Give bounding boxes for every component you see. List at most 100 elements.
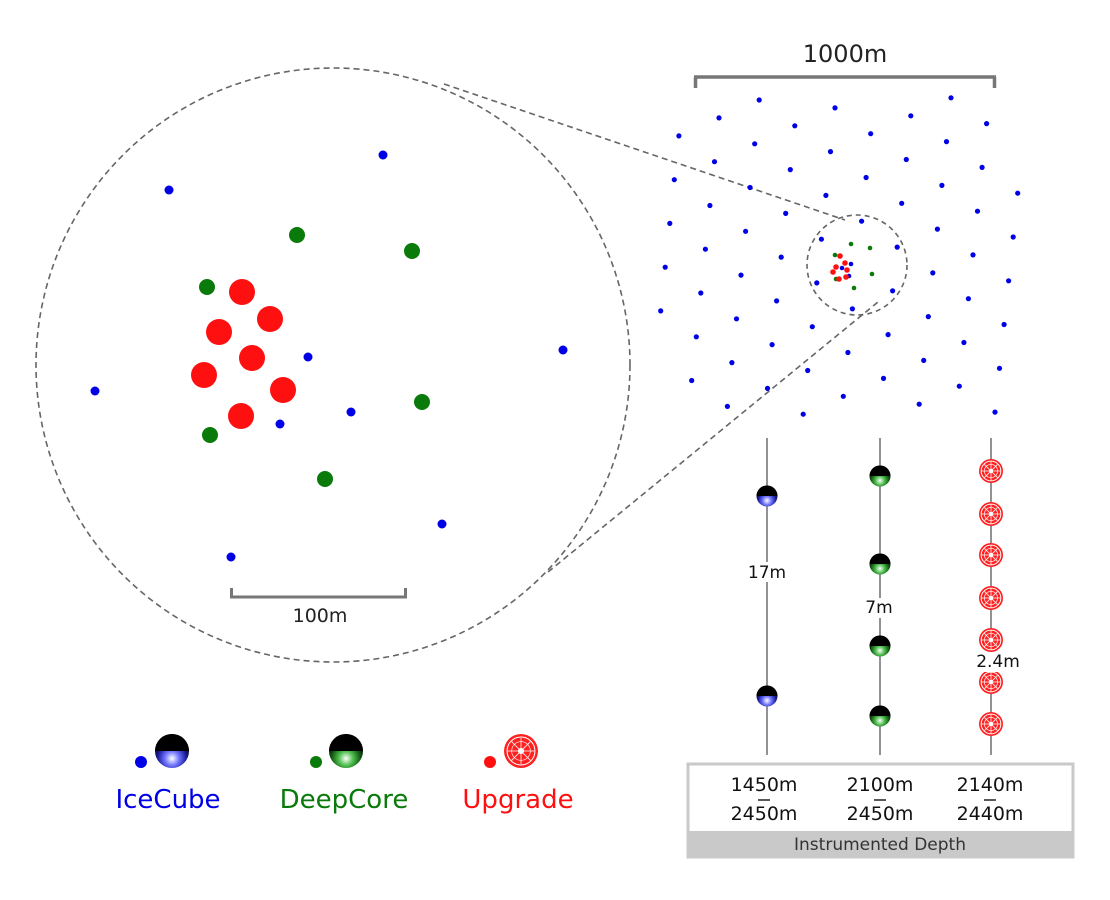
overview-panel: 1000m xyxy=(658,40,1021,417)
overview-icecube-string xyxy=(702,246,709,252)
upgrade-module-sensor xyxy=(979,459,1003,483)
string-profiles: 17m 7m 2.4m xyxy=(744,438,1022,755)
zoom-deepcore-string xyxy=(289,227,305,243)
overview-icecube-string xyxy=(930,270,936,276)
zoom-upgrade-string xyxy=(206,319,232,345)
overview-icecube-string xyxy=(1001,321,1007,328)
zoom-icecube-string xyxy=(275,419,285,429)
icecube-depth-bottom: 2450m xyxy=(731,803,798,825)
upgrade-module-sensor xyxy=(979,712,1003,736)
deepcore-spacing-label-bg xyxy=(862,598,898,618)
overview-icecube-string xyxy=(733,316,740,322)
overview-icecube-string xyxy=(827,149,834,155)
deepcore-sensor-icon xyxy=(329,734,363,768)
icecube-dom-sensor xyxy=(756,685,778,707)
overview-icecube-string xyxy=(899,200,905,206)
upgrade-spacing-label: 2.4m xyxy=(976,652,1020,672)
overview-icecube-string xyxy=(809,324,815,330)
overview-icecube-string xyxy=(752,141,758,147)
overview-deepcore-string xyxy=(867,245,873,251)
zoom-panel: 100m xyxy=(35,67,631,663)
zoom-icecube-string xyxy=(226,552,236,562)
overview-icecube-string xyxy=(908,113,914,119)
overview-upgrade-string xyxy=(830,269,836,275)
overview-icecube-string xyxy=(939,182,945,188)
overview-icecube-string xyxy=(970,252,976,258)
overview-icecube-string xyxy=(984,121,990,127)
deepcore-dom-sensor xyxy=(869,465,891,487)
overview-icecube-string xyxy=(671,177,677,183)
overview-icecube-string xyxy=(868,131,874,137)
overview-upgrade-string xyxy=(842,260,848,266)
overview-icecube-string xyxy=(698,290,704,296)
overview-icecube-string xyxy=(979,164,985,170)
overview-icecube-string xyxy=(658,308,664,314)
legend-label-icecube: IceCube xyxy=(115,785,220,815)
icecube-sensor-icon xyxy=(155,734,189,768)
zoom-deepcore-string xyxy=(199,279,215,295)
overview-icecube-string xyxy=(693,334,699,340)
overview-icecube-string xyxy=(890,288,896,294)
overview-icecube-string xyxy=(943,139,950,145)
zoom-deepcore-string xyxy=(414,394,430,410)
deepcore-dom-sensor xyxy=(869,553,891,575)
overview-icecube-string xyxy=(724,403,731,409)
overview-icecube-string xyxy=(1006,278,1012,284)
legend-item-icecube: IceCube xyxy=(115,734,221,815)
overview-icecube-string xyxy=(916,401,922,407)
overview-icecube-string xyxy=(805,367,811,374)
depth-table-footer xyxy=(688,831,1073,857)
overview-icecube-string xyxy=(925,314,931,320)
overview-icecube-string xyxy=(840,393,846,399)
legend-item-upgrade: Upgrade xyxy=(462,734,574,815)
depth-table-footer-label: Instrumented Depth xyxy=(794,835,966,855)
overview-icecube-string xyxy=(832,105,838,111)
zoom-upgrade-string xyxy=(270,377,296,403)
overview-icecube-string xyxy=(738,272,744,278)
overview-icecube-string xyxy=(992,409,998,415)
string-sensor-layer xyxy=(756,459,1003,736)
overview-icecube-string xyxy=(859,218,865,224)
overview-icecube-string xyxy=(743,228,749,234)
zoom-icecube-string xyxy=(303,352,313,362)
zoom-icecube-string xyxy=(437,519,447,529)
overview-upgrade-string xyxy=(833,264,839,270)
upgrade-depth-bottom: 2440m xyxy=(957,803,1024,825)
deepcore-dot-icon xyxy=(310,756,322,768)
overview-icecube-string xyxy=(823,192,829,198)
overview-scale-label: 1000m xyxy=(803,40,887,68)
instrumented-depth-table: Instrumented Depth 1450m 2450m 2100m 245… xyxy=(686,762,1075,859)
overview-icecube-string xyxy=(787,167,793,173)
overview-icecube-string xyxy=(662,264,668,270)
overview-icecube-string xyxy=(711,159,718,165)
zoom-icecube-string xyxy=(90,386,100,396)
overview-icecube-string xyxy=(676,133,682,139)
legend-label-upgrade: Upgrade xyxy=(462,785,573,815)
overview-icecube-string xyxy=(934,226,941,232)
overview-icecube-string xyxy=(880,375,887,381)
zoom-circle-outline xyxy=(35,67,631,663)
overview-icecube-string xyxy=(756,97,762,103)
upgrade-dot-icon xyxy=(484,756,496,768)
upgrade-sensor-icon xyxy=(504,734,538,768)
icecube-dot-icon xyxy=(135,756,147,768)
upgrade-spacing-label-bg xyxy=(974,652,1022,672)
upgrade-depth-top: 2140m xyxy=(957,774,1024,796)
overview-icecube-string xyxy=(1015,190,1021,196)
upgrade-module-sensor xyxy=(979,586,1003,610)
overview-icecube-string xyxy=(667,220,673,226)
deepcore-dom-sensor xyxy=(869,705,891,727)
overview-icecube-string xyxy=(974,208,981,214)
overview-icecube-string xyxy=(716,115,722,121)
overview-zoom-region xyxy=(806,214,908,316)
overview-icecube-string xyxy=(894,244,900,250)
overview-icecube-string xyxy=(956,383,962,389)
overview-icecube-string xyxy=(818,236,825,242)
zoom-upgrade-string xyxy=(257,306,283,332)
deepcore-spacing-label: 7m xyxy=(865,598,892,618)
overview-icecube-string xyxy=(839,265,845,271)
overview-deepcore-string xyxy=(848,241,854,247)
overview-icecube-string xyxy=(1010,234,1016,240)
legend: IceCube DeepCore Upgrade xyxy=(115,734,574,815)
overview-icecube-string xyxy=(774,298,780,304)
